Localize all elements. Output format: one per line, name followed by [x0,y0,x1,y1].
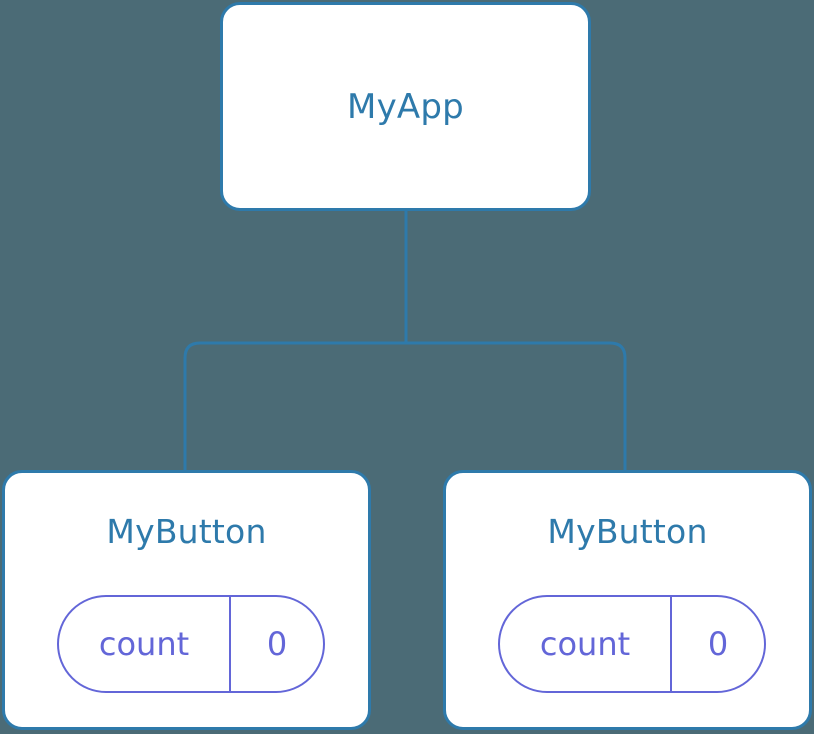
edge-to-child-left [183,341,406,470]
state-value-label: 0 [707,625,729,663]
node-title: MyButton [106,512,267,551]
state-value-label: 0 [266,625,288,663]
tree-node-child-1[interactable]: MyButton count 0 [2,470,371,730]
tree-node-root[interactable]: MyApp [220,2,591,211]
tree-node-child-2[interactable]: MyButton count 0 [443,470,812,730]
state-key-label: count [500,597,672,691]
state-badge-count[interactable]: count 0 [57,595,325,693]
state-key-label: count [59,597,231,691]
node-title: MyButton [547,512,708,551]
state-badge-count[interactable]: count 0 [498,595,766,693]
edge-to-child-right [406,341,627,470]
node-title: MyApp [347,86,464,127]
